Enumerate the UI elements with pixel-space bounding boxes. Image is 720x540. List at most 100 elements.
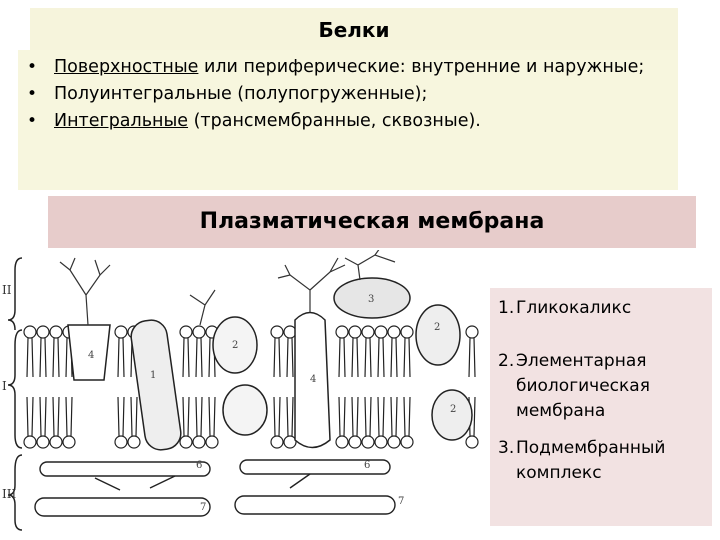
bullet-icon: • — [27, 57, 38, 77]
lipid-head — [374, 435, 388, 449]
lipid-head — [114, 435, 128, 449]
semi-integral-protein-2b — [222, 384, 268, 436]
legend-item-number: 1. — [498, 298, 515, 318]
lipid-head — [283, 435, 297, 449]
lipid-tail — [468, 337, 476, 378]
bracket-membrane — [7, 329, 23, 449]
legend-item-text: Подмембранный комплекс — [516, 438, 666, 483]
part-label: 2 — [450, 404, 456, 415]
part-label: 7 — [200, 502, 206, 513]
side-label: II — [2, 283, 12, 297]
lipid-tail — [52, 337, 60, 378]
lipid-head — [348, 325, 362, 339]
lipid-tail — [195, 337, 203, 378]
lipid-head — [465, 435, 479, 449]
integral-protein-4 — [294, 311, 331, 449]
lipid-head — [49, 325, 63, 339]
legend-item-number: 2. — [498, 351, 515, 371]
list-item-underlined: Поверхностные — [54, 57, 199, 77]
lipid-tail — [364, 396, 372, 437]
lipid-tail — [403, 337, 411, 378]
lipid-head — [387, 435, 401, 449]
bracket-submembrane — [7, 454, 23, 531]
list-item-text: или периферические: внутренние и наружны… — [198, 57, 645, 77]
side-label: III — [2, 487, 16, 501]
lipid-head — [374, 325, 388, 339]
lipid-tail — [351, 337, 359, 378]
list-item-text: (трансмембранные, сквозные). — [188, 111, 481, 131]
list-item: • Поверхностные или периферические: внут… — [18, 54, 678, 81]
list-item: • Полуинтегральные (полупогруженные); — [18, 81, 678, 108]
lipid-tail — [338, 396, 346, 437]
legend-item: 2. Элементарная биологическая мембрана — [498, 349, 712, 424]
lipid-tail — [52, 396, 60, 437]
lipid-tail — [390, 337, 398, 378]
peripheral-protein-4 — [67, 324, 111, 381]
lipid-tail — [338, 337, 346, 378]
lipid-tail — [364, 337, 372, 378]
lipid-head — [270, 325, 284, 339]
lipid-tail — [286, 396, 294, 437]
lipid-tail — [26, 337, 34, 378]
slide-title-bar: Белки — [30, 8, 678, 50]
lipid-head — [192, 325, 206, 339]
lipid-head — [23, 435, 37, 449]
lipid-head — [23, 325, 37, 339]
list-item-text: Полуинтегральные (полупогруженные); — [54, 84, 428, 104]
lipid-tail — [286, 337, 294, 378]
membrane-diagram: II I III 4 1 2 3 4 2 2 6 6 — [2, 250, 479, 531]
lipid-tail — [377, 396, 385, 437]
part-label: 4 — [310, 374, 316, 385]
part-label: 1 — [150, 370, 156, 381]
lipid-head — [127, 435, 141, 449]
lipid-head — [400, 435, 414, 449]
lipid-head — [361, 325, 375, 339]
part-label: 2 — [434, 322, 440, 333]
lipid-tail — [117, 396, 125, 437]
list-item: • Интегральные (трансмембранные, сквозны… — [18, 108, 678, 135]
integral-protein-1 — [130, 319, 182, 451]
microfilament-6b — [239, 459, 391, 475]
lipid-head — [62, 435, 76, 449]
glycocalyx-chains — [59, 250, 396, 326]
lipid-head — [49, 435, 63, 449]
part-label: 2 — [232, 340, 238, 351]
bracket-glycocalyx — [7, 257, 23, 331]
legend-item-text: Элементарная биологическая мембрана — [516, 351, 650, 421]
lipid-head — [400, 325, 414, 339]
lipid-head — [270, 435, 284, 449]
lipid-bilayer — [23, 325, 479, 449]
lipid-head — [387, 325, 401, 339]
membrane-proteins — [67, 277, 473, 451]
lipid-head — [335, 325, 349, 339]
lipid-tail — [273, 396, 281, 437]
legend-item-number: 3. — [498, 438, 515, 458]
lipid-head — [361, 435, 375, 449]
legend-item-text: Гликокаликс — [516, 298, 632, 318]
lipid-tail — [403, 396, 411, 437]
lipid-head — [179, 325, 193, 339]
lipid-tail — [39, 396, 47, 437]
list-item-underlined: Интегральные — [54, 111, 189, 131]
part-label: 6 — [364, 460, 370, 471]
semi-integral-protein-2d — [431, 389, 473, 441]
legend-item: 3. Подмембранный комплекс — [498, 436, 712, 486]
legend-list: 1. Гликокаликс 2. Элементарная биологиче… — [490, 288, 712, 486]
protein-types-list: • Поверхностные или периферические: внут… — [18, 50, 678, 135]
lipid-head — [114, 325, 128, 339]
lipid-head — [179, 435, 193, 449]
lipid-head — [348, 435, 362, 449]
microtubule-7b — [234, 495, 396, 515]
semi-integral-protein-2c — [415, 304, 461, 366]
lipid-tail — [130, 396, 138, 437]
lipid-tail — [39, 337, 47, 378]
lipid-tail — [390, 396, 398, 437]
lipid-tail — [208, 396, 216, 437]
part-label: 6 — [196, 460, 202, 471]
membrane-banner-title: Плазматическая мембрана — [199, 209, 545, 234]
lipid-head — [36, 325, 50, 339]
part-label: 7 — [398, 496, 404, 507]
lipid-tail — [182, 337, 190, 378]
lipid-tail — [351, 396, 359, 437]
lipid-head — [36, 435, 50, 449]
